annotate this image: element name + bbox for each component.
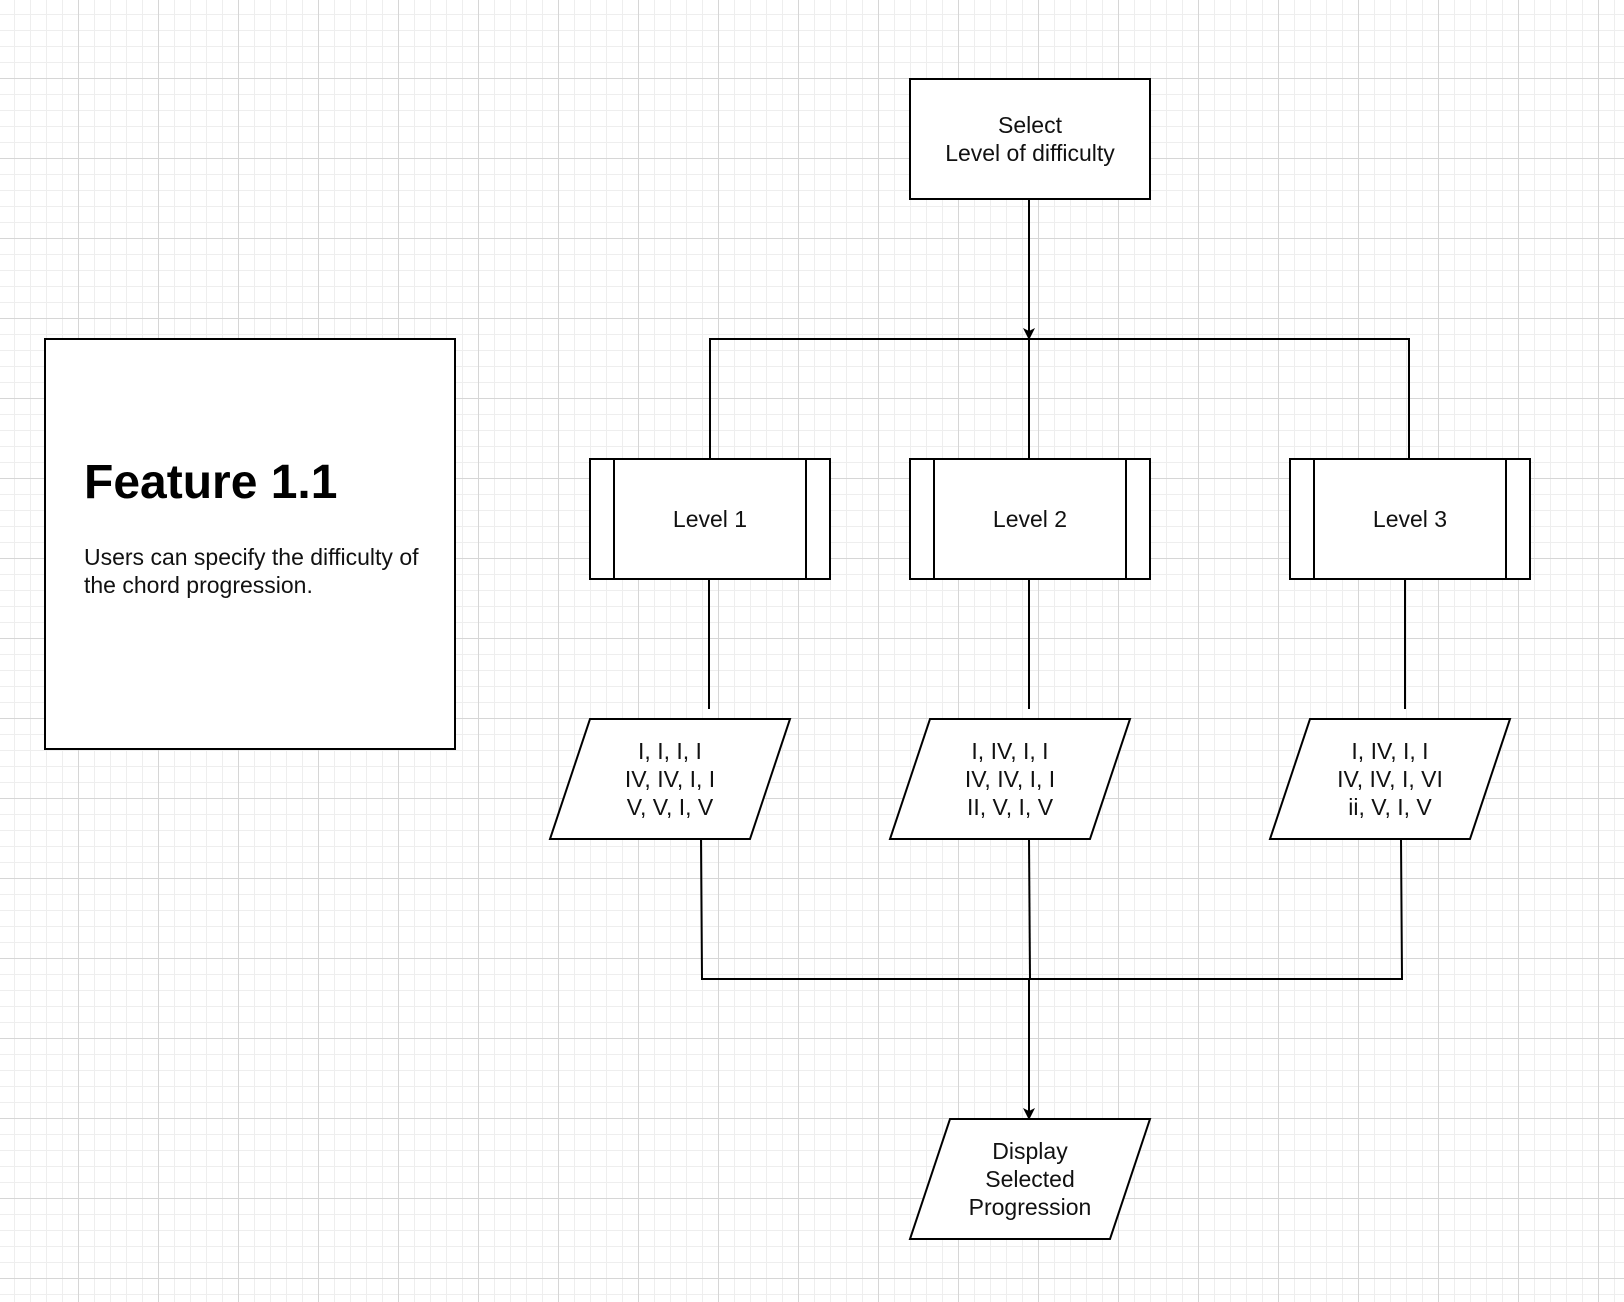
node-level2-label: Level 2 <box>992 506 1068 532</box>
node-level1-label: Level 1 <box>672 506 748 532</box>
node-end-label: Display Selected Progression <box>968 1138 1092 1220</box>
feature-card <box>44 338 456 750</box>
node-prog2-label: I, IV, I, I IV, IV, I, I II, V, I, V <box>964 738 1056 820</box>
node-start <box>909 78 1151 200</box>
feature-description: Users can specify the difficulty of the … <box>84 544 419 598</box>
node-level3-label: Level 3 <box>1372 506 1448 532</box>
node-prog2 <box>888 718 1132 840</box>
node-end <box>908 1118 1152 1240</box>
edge-prog2-to-merge <box>1028 838 1031 980</box>
edge-split-bus <box>709 338 1410 459</box>
node-prog1 <box>548 718 792 840</box>
node-level1 <box>589 458 831 580</box>
node-prog3-label: I, IV, I, I IV, IV, I, VI ii, V, I, V <box>1337 738 1443 820</box>
connectors <box>700 199 1410 1120</box>
node-level3 <box>1289 458 1531 580</box>
edge-merge-bus <box>700 838 1404 980</box>
node-prog3 <box>1268 718 1512 840</box>
node-prog1-label: I, I, I, I IV, IV, I, I V, V, I, V <box>624 738 716 820</box>
node-start-label: Select Level of difficulty <box>945 112 1115 166</box>
feature-title: Feature 1.1 <box>84 456 338 509</box>
node-level2 <box>909 458 1151 580</box>
